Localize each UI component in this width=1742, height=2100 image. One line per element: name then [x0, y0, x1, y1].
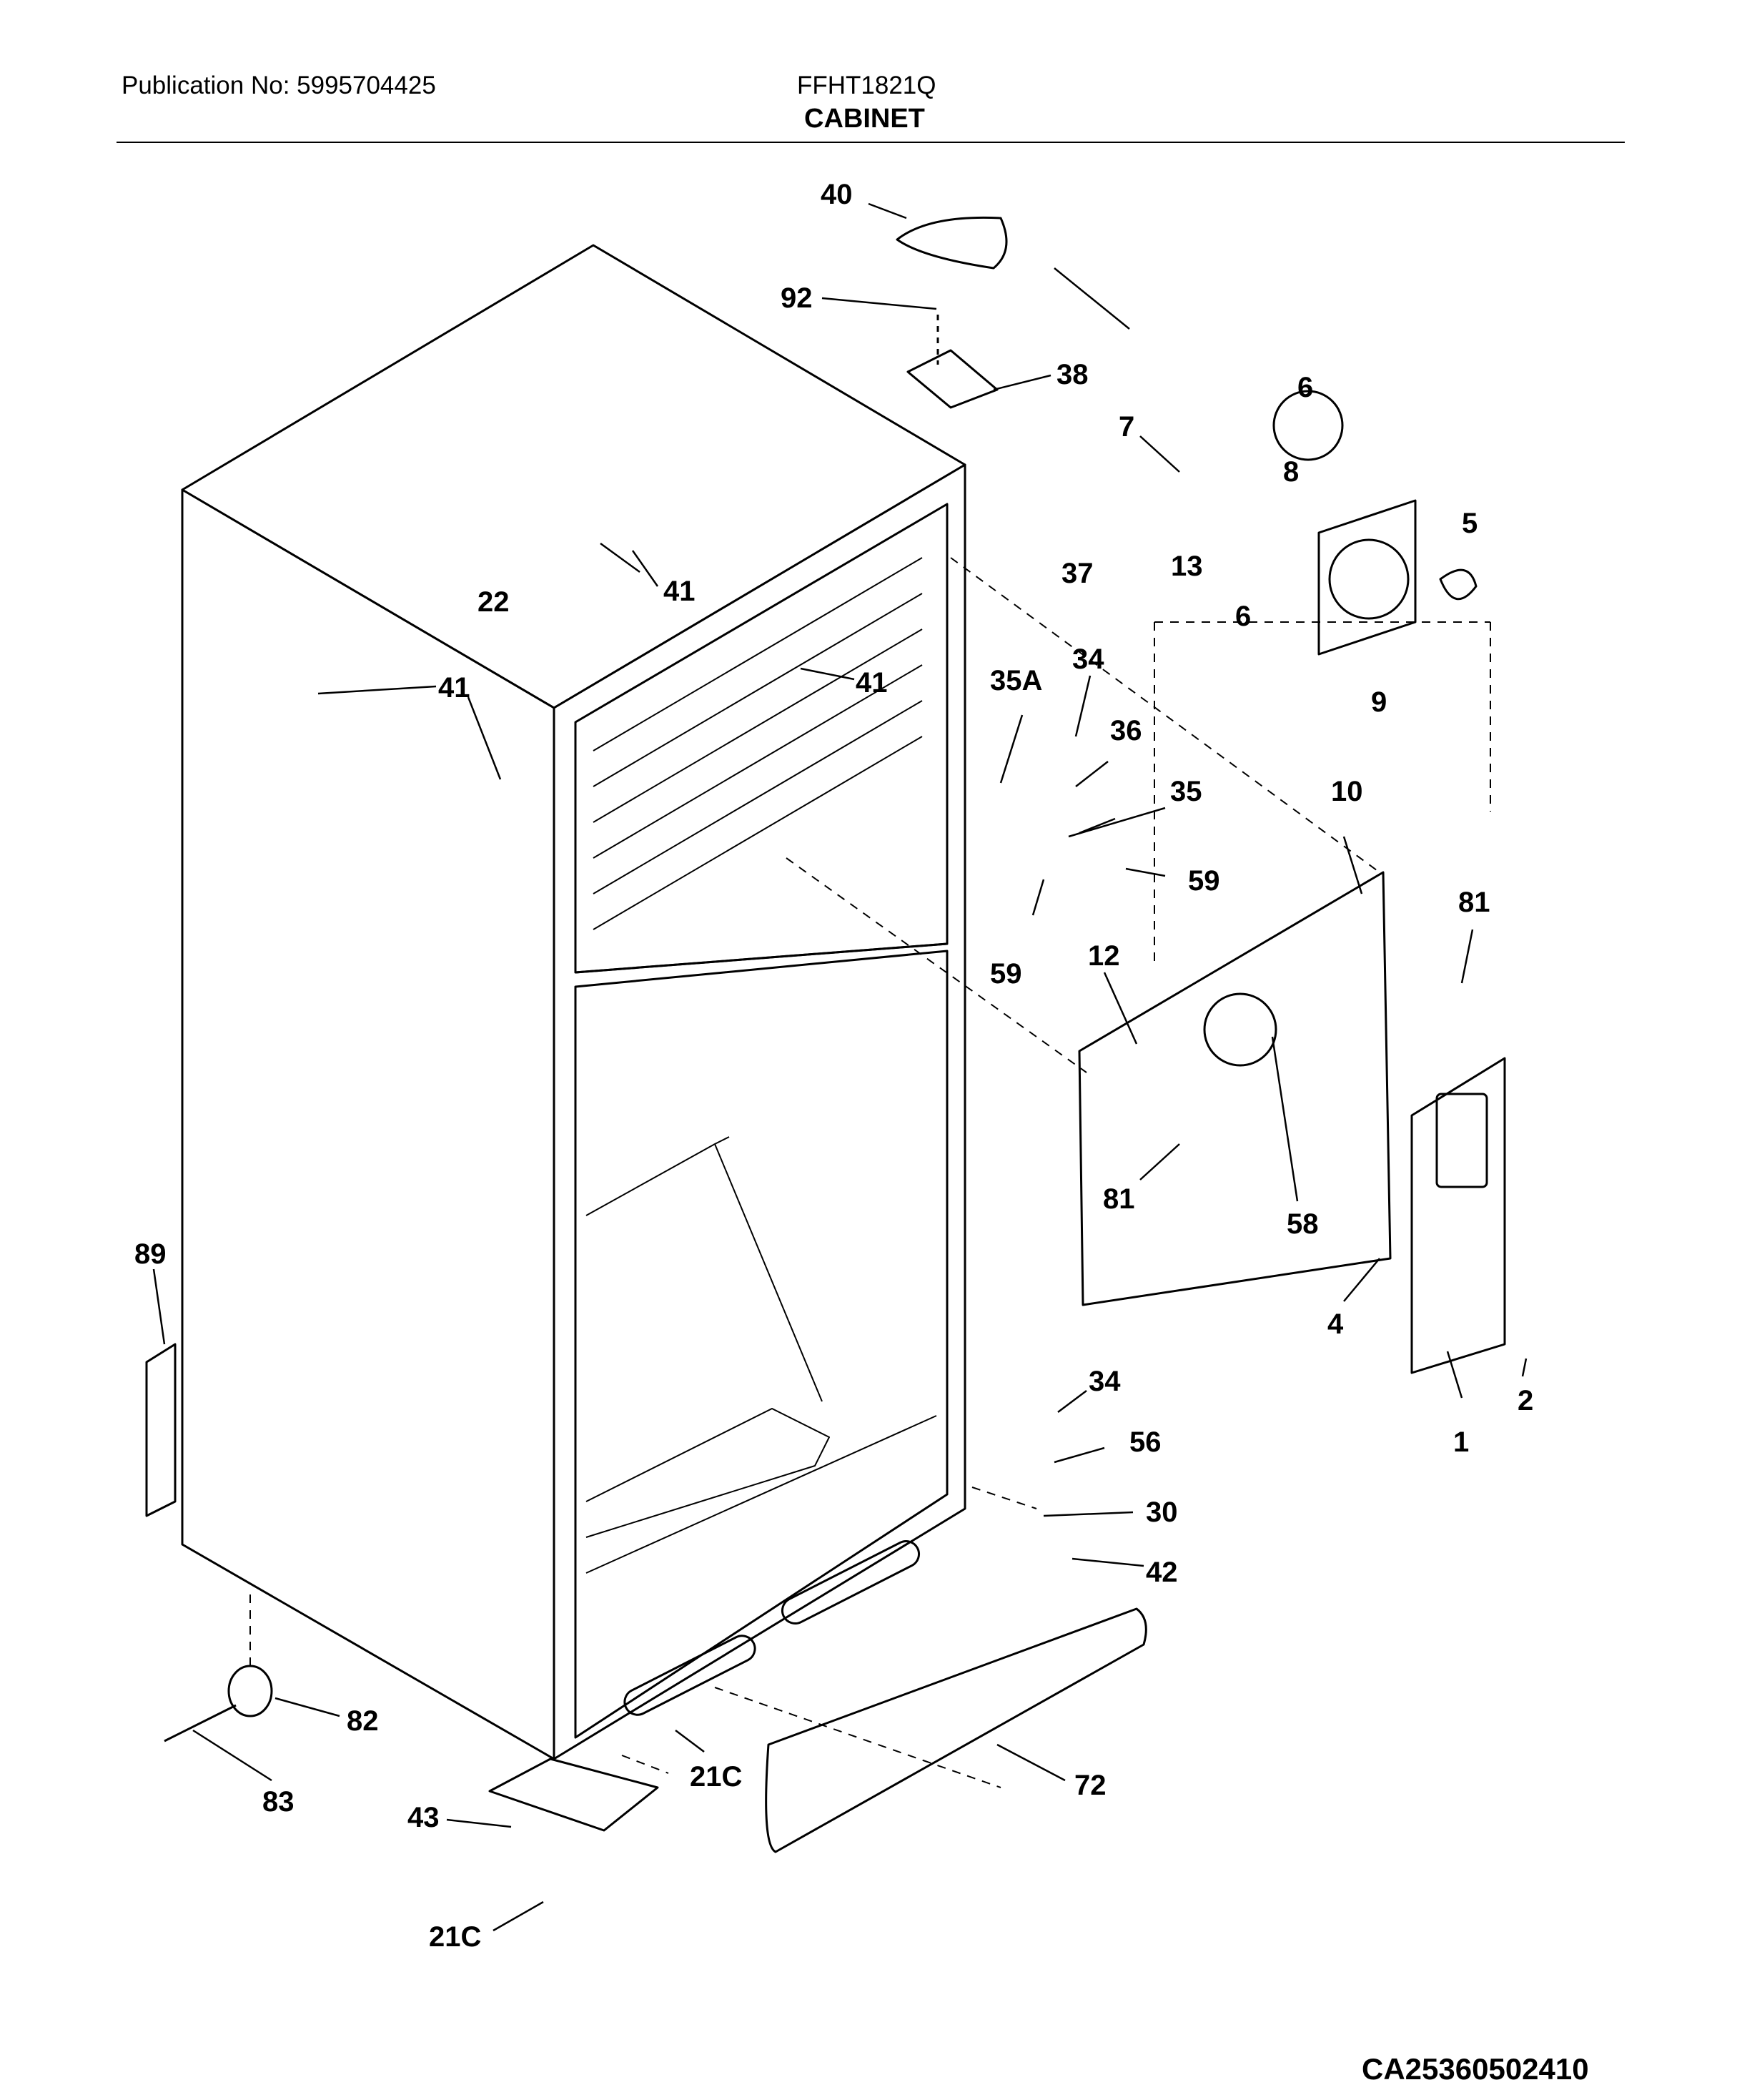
header-divider [117, 142, 1625, 143]
diagram-code: CA25360502410 [1362, 2052, 1589, 2086]
callout-13: 13 [1171, 551, 1203, 582]
callout-81-left: 81 [1103, 1183, 1135, 1215]
toe-grille-shape [765, 1607, 1147, 1853]
callout-22: 22 [477, 586, 510, 618]
callout-2: 2 [1518, 1385, 1533, 1416]
fridge-liner [585, 1136, 937, 1574]
callout-9: 9 [1371, 686, 1387, 718]
callout-34-bottom: 34 [1089, 1366, 1121, 1397]
callout-42: 42 [1146, 1557, 1178, 1588]
callout-35a: 35A [990, 665, 1042, 696]
grille-shape [1410, 1057, 1506, 1374]
callout-35: 35 [1170, 776, 1202, 807]
publication-number: Publication No: 5995704425 [122, 72, 436, 99]
callout-8: 8 [1283, 456, 1299, 488]
callout-4: 4 [1327, 1308, 1344, 1340]
callout-labels: 40 92 38 7 6 8 13 5 37 22 41 41 41 6 9 3… [134, 179, 1533, 1953]
callout-21c-right: 21C [690, 1761, 742, 1793]
callout-37: 37 [1061, 558, 1094, 589]
callout-7: 7 [1119, 411, 1134, 443]
callout-6-detail: 6 [1297, 372, 1313, 403]
callout-59-left: 59 [990, 958, 1022, 990]
callout-81-right: 81 [1458, 887, 1490, 918]
evap-cover-shape [1078, 871, 1392, 1306]
cabinet-shell [181, 244, 966, 1760]
callout-41-top: 41 [663, 576, 696, 607]
callout-56: 56 [1129, 1426, 1162, 1458]
callout-72: 72 [1074, 1770, 1107, 1801]
freezer-ribs [593, 557, 923, 930]
callout-43: 43 [407, 1802, 440, 1833]
callout-6: 6 [1235, 601, 1251, 632]
hinge-cover-shape [896, 216, 1008, 270]
callout-21c-bottom: 21C [429, 1921, 481, 1953]
callout-36: 36 [1110, 715, 1142, 746]
callout-30: 30 [1146, 1497, 1178, 1528]
callout-38: 38 [1056, 359, 1089, 390]
callout-10: 10 [1331, 776, 1363, 807]
callout-34-top: 34 [1072, 644, 1104, 675]
section-title: CABINET [804, 104, 925, 134]
callout-41-freezer: 41 [856, 667, 888, 699]
callout-82: 82 [347, 1705, 379, 1737]
callout-41-side: 41 [438, 672, 470, 704]
fan-housing-shape [1317, 499, 1417, 656]
callout-5: 5 [1462, 508, 1478, 539]
callout-40: 40 [821, 179, 853, 210]
callout-89: 89 [134, 1238, 167, 1270]
callout-59-right: 59 [1188, 865, 1220, 897]
callout-92: 92 [781, 282, 813, 314]
callout-83: 83 [262, 1786, 295, 1818]
callout-58: 58 [1287, 1208, 1319, 1240]
callout-12: 12 [1088, 940, 1120, 972]
callout-1: 1 [1453, 1426, 1469, 1458]
model-number: FFHT1821Q [797, 72, 936, 99]
top-hinge-shape [906, 349, 999, 409]
detail-circle [1272, 390, 1344, 461]
